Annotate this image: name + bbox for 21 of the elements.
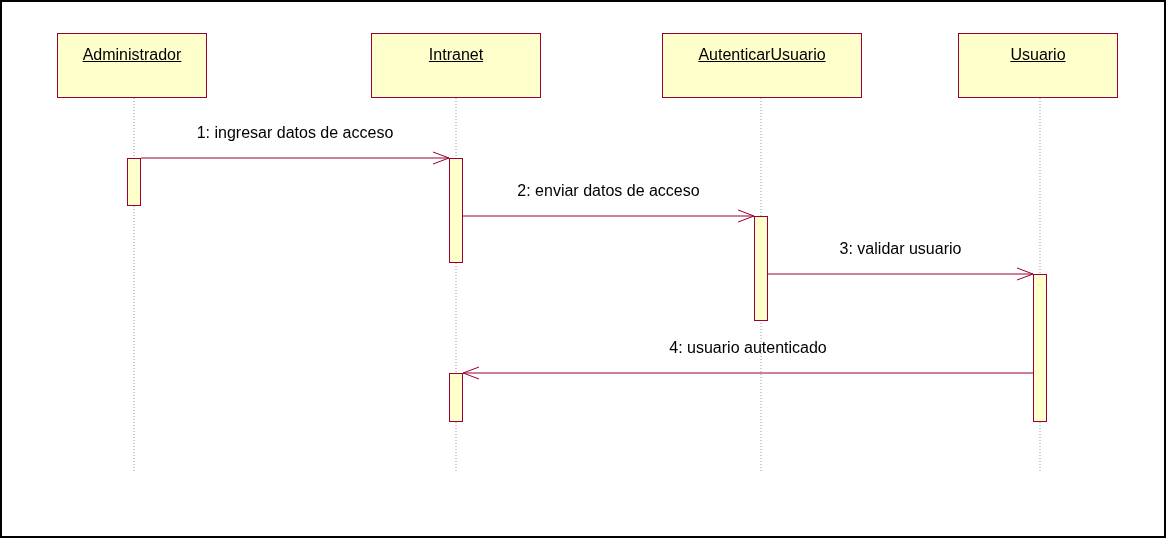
- edge-label: 3: validar usuario: [839, 240, 962, 258]
- edge-label: 2: enviar datos de acceso: [517, 182, 700, 200]
- activation-bar: [449, 158, 463, 263]
- message-arrow: [140, 151, 450, 165]
- lifeline-head-box: [958, 33, 1118, 98]
- object-name: Usuario: [1010, 46, 1066, 63]
- lifeline-head-box: [662, 33, 862, 98]
- activation-bar: [1033, 274, 1047, 422]
- edge-label: 4: usuario autenticado: [669, 339, 827, 357]
- activation-bar: [127, 158, 141, 206]
- message-arrow: [462, 366, 1034, 380]
- object-name: Intranet: [428, 46, 484, 63]
- object-name: AutenticarUsuario: [698, 46, 826, 63]
- message-arrow: [462, 209, 755, 223]
- object-name: Administrador: [82, 46, 182, 63]
- message-arrow: [767, 267, 1034, 281]
- lifeline-head-box: [57, 33, 207, 98]
- edge-label: 1: ingresar datos de acceso: [196, 124, 394, 142]
- lifeline-head-box: [371, 33, 541, 98]
- activation-bar: [754, 216, 768, 321]
- activation-bar: [449, 373, 463, 422]
